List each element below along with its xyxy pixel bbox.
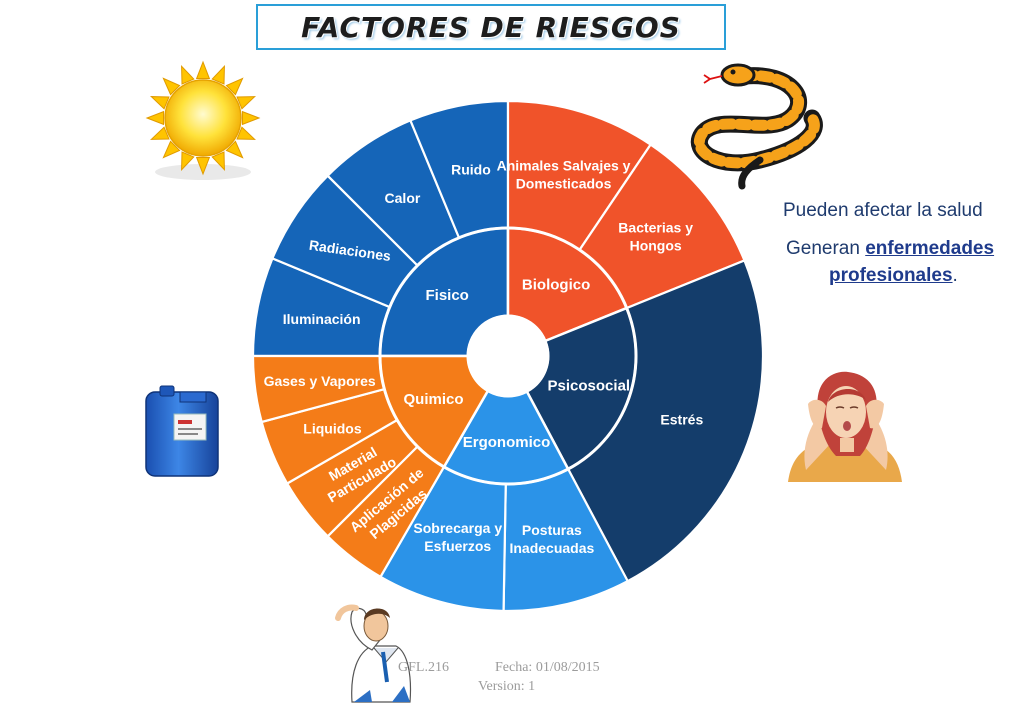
sun-ray: [225, 140, 244, 159]
stressed-woman-icon: [788, 371, 902, 482]
note-professional-suffix: .: [952, 265, 958, 286]
wheel-center-hole: [466, 314, 550, 398]
sun-ray: [211, 64, 225, 85]
note-affect-health: Pueden afectar la salud: [783, 200, 983, 221]
note-professional: profesionales.: [829, 265, 958, 287]
note-diseases: Generan enfermedades: [786, 238, 994, 260]
note-professional-emph: profesionales: [829, 265, 953, 286]
sun-ray: [162, 140, 181, 159]
tired-worker-icon: [335, 604, 412, 703]
sun-icon: [145, 60, 261, 180]
note-diseases-emph: enfermedades: [865, 238, 995, 259]
category-label-psicosocial: Psicosocial: [548, 377, 631, 394]
middle-ring-border: [378, 226, 638, 486]
sun-ray: [225, 77, 244, 96]
note-diseases-prefix: Generan: [786, 238, 866, 259]
item-label-psicosocial-1: Estrés: [660, 411, 703, 427]
category-label-ergonomico: Ergonomico: [463, 434, 551, 451]
sun-ray: [211, 151, 225, 172]
item-label-quimico-4: Gases y Vapores: [264, 373, 376, 389]
sun-ray: [149, 96, 170, 110]
sun-ray: [181, 64, 195, 85]
item-label-fisico-3: Calor: [385, 190, 421, 206]
sun-ray: [236, 126, 257, 140]
sun-ray: [162, 77, 181, 96]
item-label-fisico-1: Iluminación: [283, 311, 361, 327]
footer-code: GFL.216: [398, 660, 449, 675]
page-title: FACTORES DE RIESGOS: [301, 10, 681, 44]
sun-ray: [149, 126, 170, 140]
sun-ray: [195, 156, 211, 176]
sun-ray: [195, 60, 211, 80]
sun-ray: [241, 110, 261, 126]
item-label-fisico-4: Ruido: [451, 162, 491, 178]
footer-version: Version: 1: [478, 679, 536, 694]
category-label-biologico: Biologico: [522, 277, 590, 294]
footer-date: Fecha: 01/08/2015: [495, 660, 600, 675]
snake-icon: [691, 63, 823, 190]
sun-ray: [181, 151, 195, 172]
title-box: FACTORES DE RIESGOS: [256, 4, 726, 50]
jerrycan-icon: [145, 385, 219, 477]
item-label-quimico-3: Liquidos: [303, 421, 362, 437]
category-label-quimico: Quimico: [404, 391, 464, 408]
category-label-fisico: Fisico: [426, 287, 469, 304]
sun-ray: [145, 110, 165, 126]
sun-ray: [236, 96, 257, 110]
